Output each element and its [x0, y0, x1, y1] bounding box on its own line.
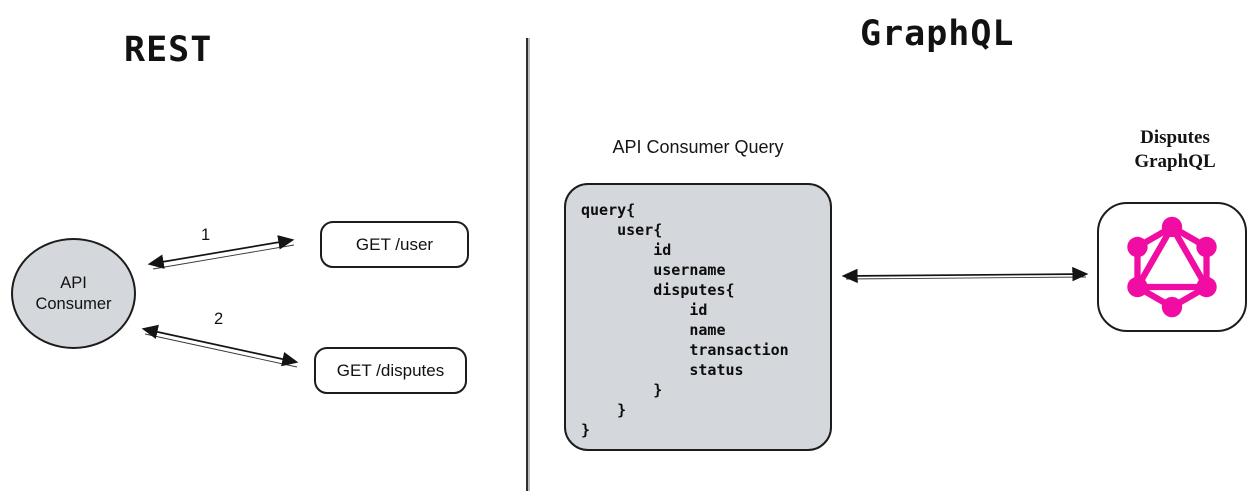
arrow-call-2-echo — [144, 333, 298, 368]
arrow-call-2 — [141, 324, 299, 367]
graphql-section-title: GraphQL — [860, 14, 1015, 54]
arrow-call-1 — [147, 235, 295, 269]
arrow-call-1-echo — [152, 244, 295, 270]
endpoint-get-disputes-box: GET /disputes — [314, 347, 467, 394]
api-consumer-label: API Consumer — [35, 273, 112, 313]
arrow-graphql-exchange-echo — [845, 276, 1087, 280]
api-consumer-node: API Consumer — [11, 238, 136, 349]
endpoint-get-disputes-label: GET /disputes — [336, 360, 445, 380]
call-1-number: 1 — [201, 226, 211, 244]
call-2-number: 2 — [214, 310, 224, 328]
disputes-graphql-service-box — [1097, 202, 1247, 332]
section-divider-line — [526, 38, 528, 491]
rest-section-title: REST — [124, 30, 213, 70]
api-consumer-query-label: API Consumer Query — [612, 137, 784, 157]
graphql-logo-icon — [1127, 216, 1217, 318]
endpoint-get-user-label: GET /user — [355, 234, 434, 254]
endpoint-get-user-box: GET /user — [320, 221, 469, 268]
arrow-graphql-exchange — [841, 266, 1089, 284]
graphql-query-code: query{ user{ id username disputes{ id na… — [581, 201, 789, 439]
disputes-graphql-service-label: Disputes GraphQL — [1134, 127, 1216, 172]
graphql-query-panel: query{ user{ id username disputes{ id na… — [564, 183, 832, 451]
